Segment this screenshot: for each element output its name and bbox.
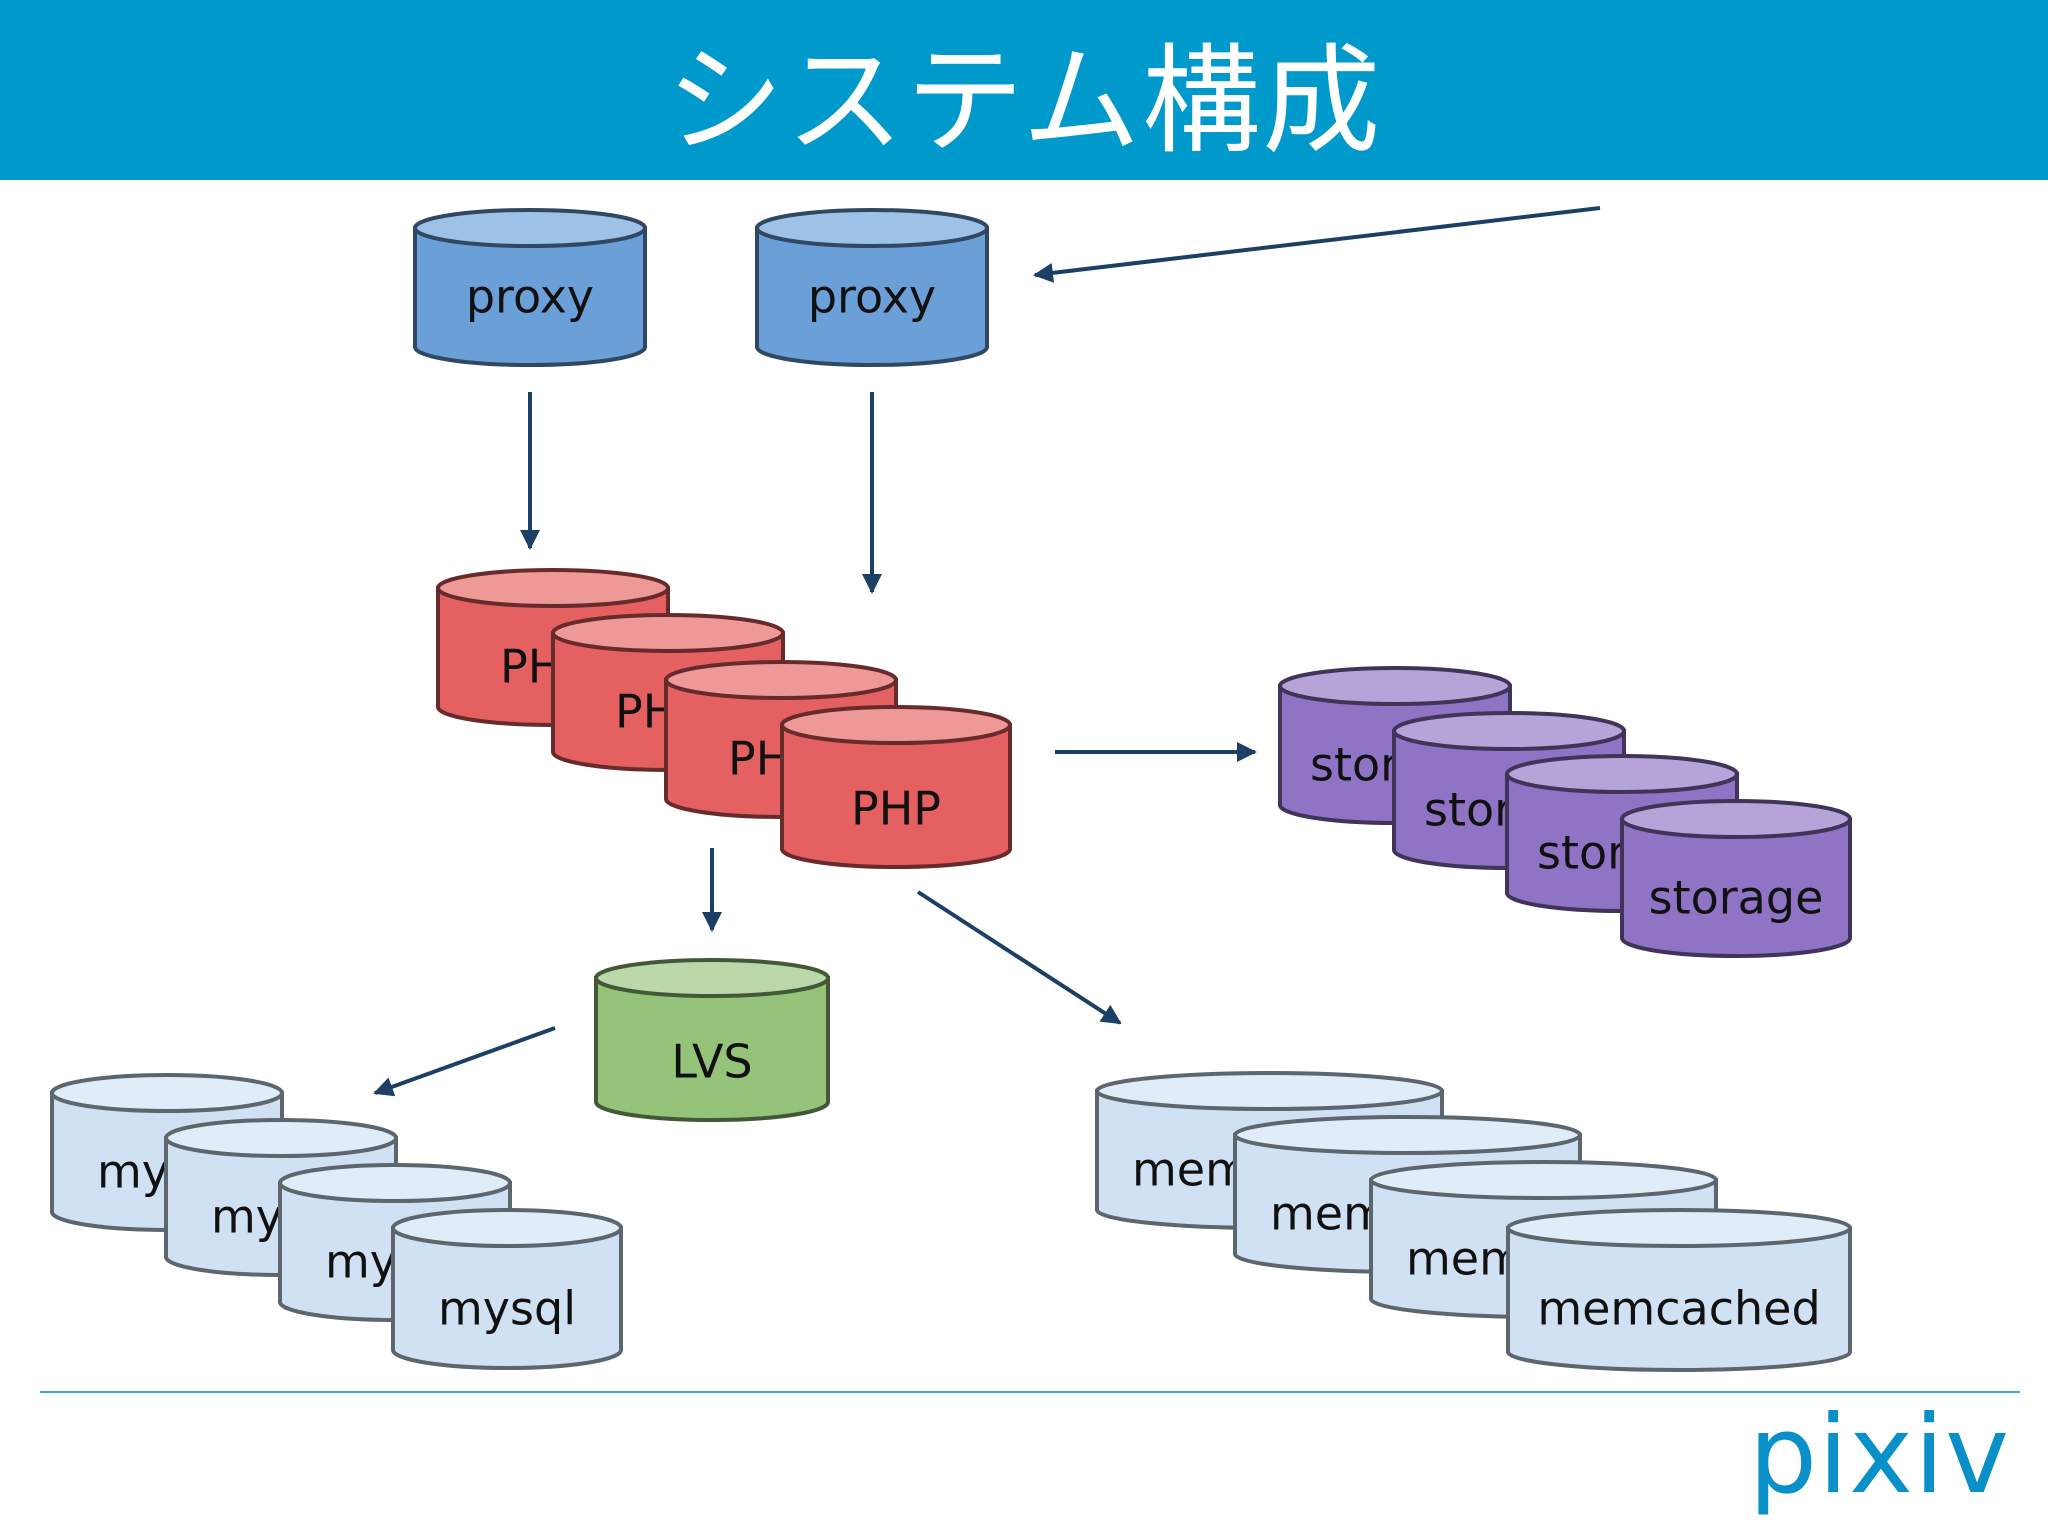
cylinder-top	[780, 705, 1012, 745]
cylinder-top	[1505, 754, 1739, 794]
node-label: PHP	[851, 782, 941, 836]
arrows	[373, 206, 1601, 1097]
node-label: mysql	[438, 1282, 576, 1336]
arrow-lvs-to-mysql	[373, 1026, 556, 1097]
cylinder-top	[413, 208, 647, 248]
node-label: my	[97, 1145, 169, 1199]
cylinder-top	[1620, 799, 1852, 839]
cylinder-top	[594, 958, 830, 998]
node-label: my	[325, 1235, 397, 1289]
node-label: mem	[1406, 1232, 1524, 1286]
cylinder-top	[755, 208, 989, 248]
node-label: proxy	[808, 270, 936, 324]
node-memcached-4: memcached	[1506, 1208, 1852, 1372]
cylinder-top	[436, 568, 670, 608]
footer-divider	[40, 1391, 2020, 1393]
cylinder-top	[1392, 711, 1626, 751]
cylinder-body	[1620, 817, 1852, 958]
node-php-4: PHP	[780, 705, 1012, 869]
node-label: mem	[1132, 1143, 1250, 1197]
cylinder-body	[755, 226, 989, 367]
arrow-incoming-to-proxy	[1033, 206, 1601, 283]
node-label: proxy	[466, 270, 594, 324]
cylinder-top	[551, 613, 785, 653]
node-label: PH	[728, 732, 790, 786]
cylinder-top	[278, 1163, 512, 1203]
cylinder-body	[413, 226, 647, 367]
node-lvs: LVS	[594, 958, 830, 1122]
node-proxy-1: proxy	[413, 208, 647, 367]
arrow-php-to-memcached	[916, 890, 1122, 1025]
node-label: stor	[1310, 738, 1399, 792]
node-label: mem	[1270, 1187, 1388, 1241]
cylinder-top	[1369, 1160, 1718, 1200]
node-proxy-2: proxy	[755, 208, 989, 367]
node-label: memcached	[1537, 1282, 1820, 1336]
node-label: stor	[1424, 783, 1513, 837]
node-label: storage	[1649, 871, 1824, 925]
cylinder-top	[1233, 1115, 1582, 1155]
header-bar: システム構成	[0, 0, 2048, 180]
cylinder-top	[391, 1208, 623, 1248]
node-label: stor	[1537, 826, 1626, 880]
node-mysql-4: mysql	[391, 1208, 623, 1370]
slide-title: システム構成	[665, 31, 1383, 170]
cylinder-body	[594, 976, 830, 1122]
cylinder-top	[164, 1118, 398, 1158]
cylinder-top	[1095, 1071, 1444, 1111]
cylinder-top	[664, 660, 898, 700]
node-storage-4: storage	[1620, 799, 1852, 958]
pixiv-logo: pixiv	[1748, 1393, 2010, 1518]
cylinder-body	[1506, 1226, 1852, 1372]
cylinder-body	[780, 723, 1012, 869]
node-label: LVS	[671, 1035, 752, 1089]
cylinder-top	[1278, 666, 1512, 706]
cylinder-body	[391, 1226, 623, 1370]
node-label: my	[211, 1190, 283, 1244]
cylinder-top	[50, 1073, 284, 1113]
cylinder-top	[1506, 1208, 1852, 1248]
